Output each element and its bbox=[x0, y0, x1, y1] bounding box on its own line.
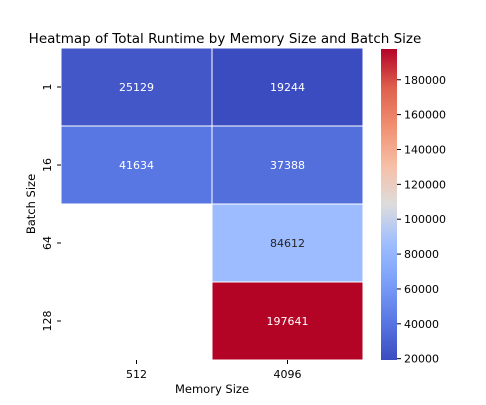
heatmap-cells bbox=[60, 47, 364, 361]
cell-value-label: 19244 bbox=[270, 81, 305, 94]
cell-value-label: 41634 bbox=[119, 159, 154, 172]
y-tick-label: 1 bbox=[41, 84, 54, 91]
colorbar-tick-label: 140000 bbox=[404, 143, 446, 156]
y-tick-label: 64 bbox=[41, 236, 54, 250]
heatmap-cell-labels: 25129 19244 41634 37388 84612 197641 bbox=[119, 81, 309, 328]
cell-value-label: 197641 bbox=[267, 315, 309, 328]
heatmap-cell bbox=[211, 125, 364, 205]
x-tick-label: 512 bbox=[126, 368, 147, 381]
y-tick-label: 16 bbox=[41, 158, 54, 172]
colorbar-tick-label: 100000 bbox=[404, 213, 446, 226]
colorbar-tick-label: 60000 bbox=[404, 283, 439, 296]
heatmap-cell bbox=[211, 47, 364, 127]
x-axis-ticks: 512 4096 bbox=[126, 360, 302, 381]
colorbar-tick-label: 160000 bbox=[404, 109, 446, 122]
heatmap-cell bbox=[60, 125, 213, 205]
cell-value-label: 25129 bbox=[119, 81, 154, 94]
cell-value-label: 84612 bbox=[270, 237, 305, 250]
y-axis-label: Batch Size bbox=[24, 174, 38, 234]
x-tick-label: 4096 bbox=[274, 368, 302, 381]
y-tick-label: 128 bbox=[41, 311, 54, 332]
colorbar-ticks: 20000 40000 60000 80000 100000 120000 140000 16… bbox=[397, 74, 446, 366]
y-axis-ticks: 1 16 64 128 bbox=[41, 84, 61, 332]
colorbar-tick-label: 120000 bbox=[404, 178, 446, 191]
colorbar-tick-label: 80000 bbox=[404, 248, 439, 261]
colorbar-tick-label: 40000 bbox=[404, 318, 439, 331]
colorbar bbox=[381, 49, 397, 360]
x-axis-label: Memory Size bbox=[175, 382, 249, 396]
colorbar-tick-label: 20000 bbox=[404, 353, 439, 366]
colorbar-tick-label: 180000 bbox=[404, 74, 446, 87]
cell-value-label: 37388 bbox=[270, 159, 305, 172]
heatmap-cell bbox=[211, 203, 364, 283]
heatmap-cell bbox=[60, 47, 213, 127]
heatmap-cell bbox=[211, 281, 364, 361]
chart-title: Heatmap of Total Runtime by Memory Size … bbox=[29, 31, 422, 47]
